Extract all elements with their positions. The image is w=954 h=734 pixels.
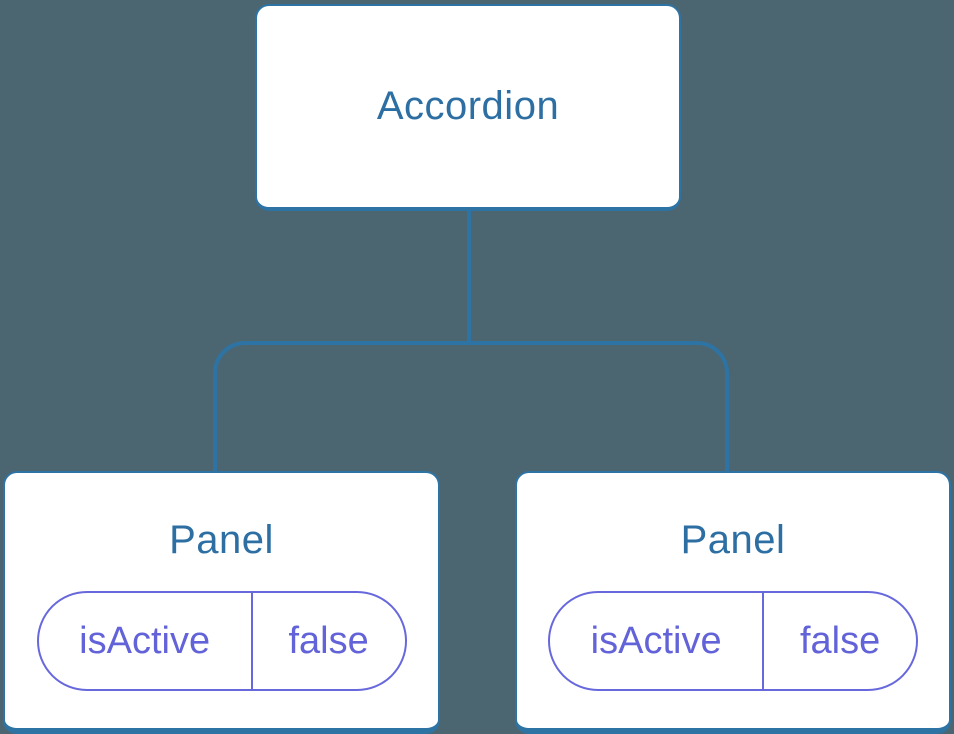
state-pill: isActive false xyxy=(548,591,918,691)
panel-node-left: Panel isActive false xyxy=(3,471,440,734)
panel-node-right: Panel isActive false xyxy=(515,471,951,734)
accordion-node: Accordion xyxy=(255,4,681,211)
state-value: false xyxy=(799,619,881,662)
state-value: false xyxy=(288,619,369,662)
panel-title: Panel xyxy=(169,518,274,562)
state-name: isActive xyxy=(550,593,765,689)
state-pill: isActive false xyxy=(36,591,407,691)
tree-connector-bracket xyxy=(213,341,729,472)
state-name: isActive xyxy=(39,593,253,689)
panel-title: Panel xyxy=(680,518,786,562)
accordion-node-label: Accordion xyxy=(376,84,560,128)
tree-connector-vertical-line xyxy=(467,209,471,345)
